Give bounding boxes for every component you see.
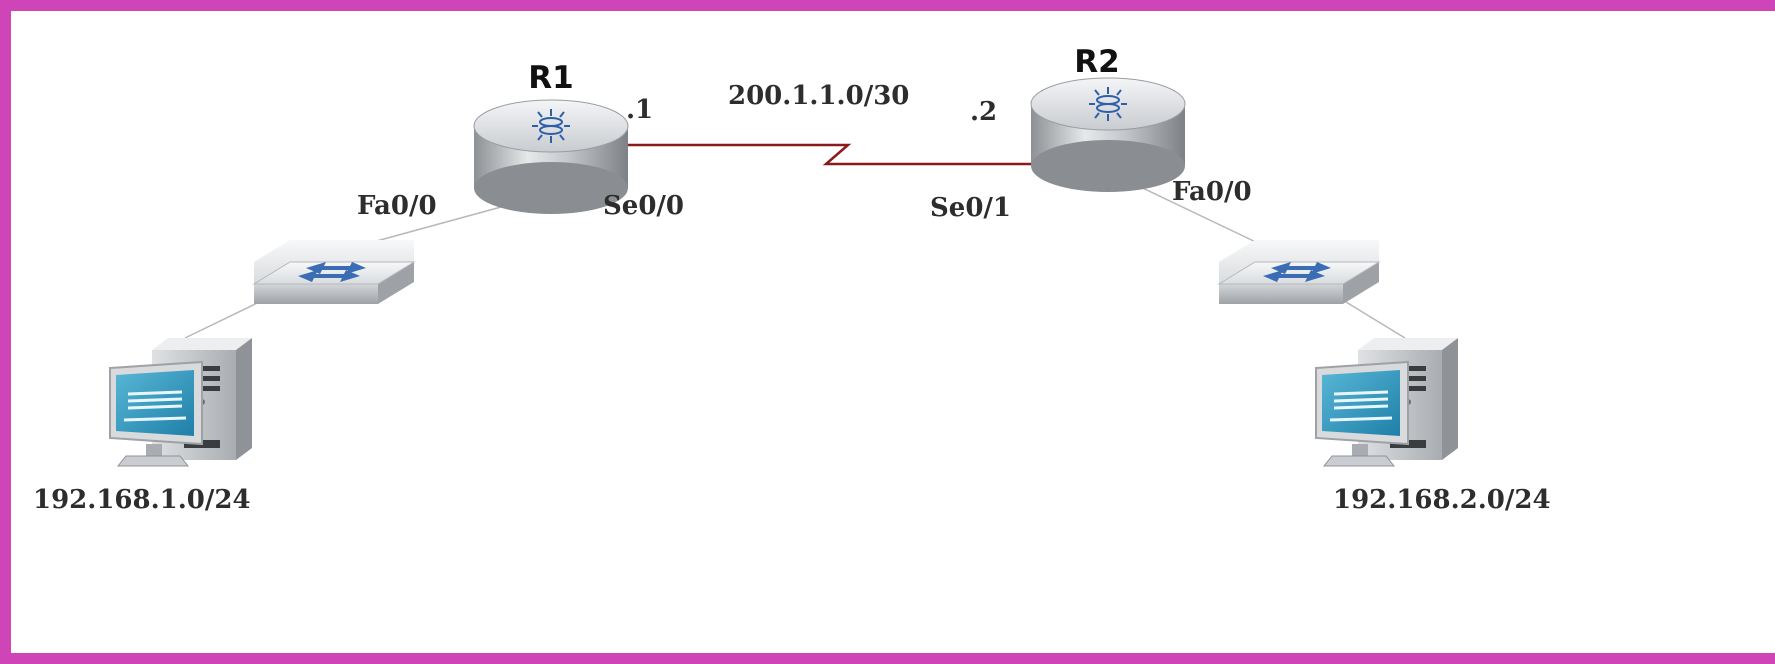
router-r2-name: R2	[1074, 44, 1119, 80]
wan-network-label: 200.1.1.0/30	[728, 81, 909, 111]
r2-serial-interface-label: Se0/1	[930, 193, 1011, 223]
r2-lan-interface-label: Fa0/0	[1172, 177, 1252, 207]
r2-serial-ip-suffix: .2	[970, 97, 997, 127]
switch2-to-pc2-link	[1345, 301, 1406, 339]
router-r1-name: R1	[528, 60, 573, 96]
r1-serial-interface-label: Se0/0	[603, 191, 684, 221]
workstation-2-icon[interactable]	[1314, 336, 1460, 468]
workstation-1-icon[interactable]	[108, 336, 254, 468]
lan-1-network-label: 192.168.1.0/24	[33, 485, 251, 515]
r2-to-switch2-link	[1129, 181, 1263, 246]
switch-2-icon[interactable]	[1218, 239, 1380, 305]
r1-lan-interface-label: Fa0/0	[357, 191, 437, 221]
lan-2-network-label: 192.168.2.0/24	[1333, 485, 1551, 515]
switch-1-icon[interactable]	[253, 239, 415, 305]
wan-serial-link	[628, 143, 1032, 166]
r1-serial-ip-suffix: .1	[626, 95, 653, 125]
router-r2-icon[interactable]	[1030, 77, 1186, 193]
